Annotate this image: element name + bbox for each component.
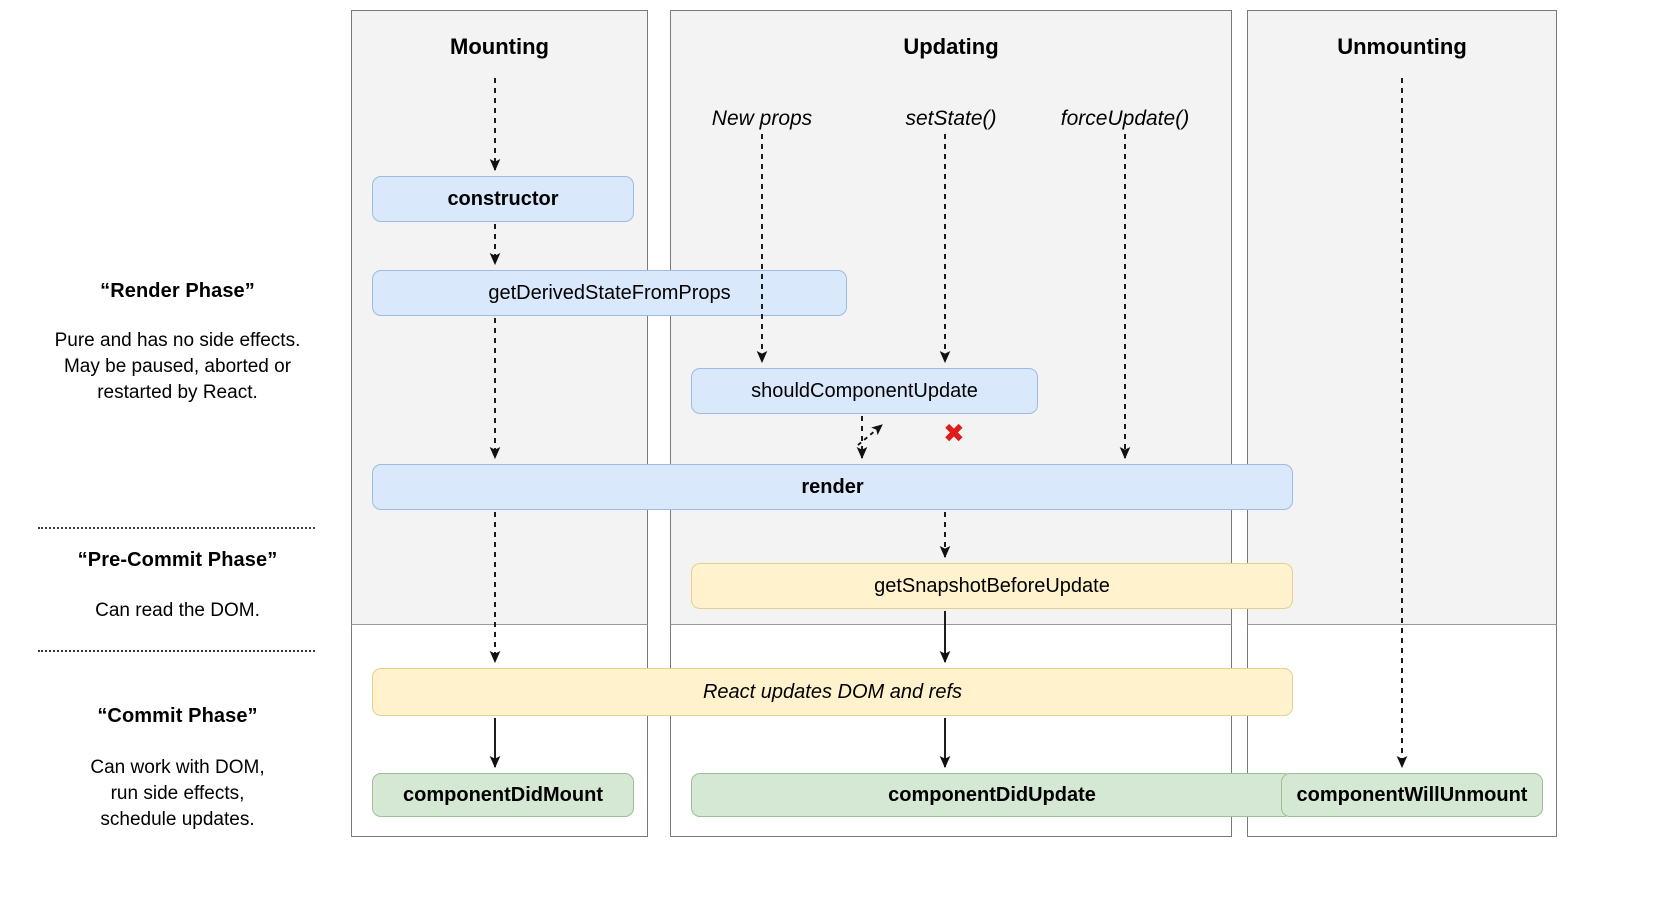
box-component-did-mount[interactable]: componentDidMount <box>372 773 634 817</box>
box-component-will-unmount[interactable]: componentWillUnmount <box>1281 773 1543 817</box>
legend-title-render-phase: “Render Phase” <box>100 280 255 302</box>
mounting-column-render-region <box>351 10 648 625</box>
box-react-updates-dom-and-refs: React updates DOM and refs <box>372 668 1293 716</box>
legend-title-commit-phase: “Commit Phase” <box>97 705 258 727</box>
box-should-component-update[interactable]: shouldComponentUpdate <box>691 368 1038 414</box>
legend-divider-top <box>38 527 315 529</box>
legend-body-commit-phase: Can work with DOM, run side effects, sch… <box>90 757 265 830</box>
column-header-updating: Updating <box>903 34 999 59</box>
column-header-mounting: Mounting <box>450 34 549 59</box>
legend-body-render-phase: Pure and has no side effects. May be pau… <box>54 330 301 403</box>
box-get-snapshot-before-update[interactable]: getSnapshotBeforeUpdate <box>691 563 1293 609</box>
updating-column-render-region <box>670 10 1232 625</box>
legend-body-pre-commit-phase: Can read the DOM. <box>95 600 260 621</box>
box-component-did-update[interactable]: componentDidUpdate <box>691 773 1293 817</box>
abort-x-icon: ✖ <box>943 419 965 449</box>
box-constructor[interactable]: constructor <box>372 176 634 222</box>
legend-divider-bottom <box>38 650 315 652</box>
trigger-set-state: setState() <box>905 107 997 130</box>
column-header-unmounting: Unmounting <box>1337 34 1467 59</box>
box-get-derived-state-from-props[interactable]: getDerivedStateFromProps <box>372 270 847 316</box>
trigger-new-props: New props <box>711 107 813 130</box>
trigger-force-update: forceUpdate() <box>1060 107 1190 130</box>
unmounting-column-render-region <box>1247 10 1557 625</box>
legend-title-pre-commit-phase: “Pre-Commit Phase” <box>77 549 278 571</box>
box-render[interactable]: render <box>372 464 1293 510</box>
